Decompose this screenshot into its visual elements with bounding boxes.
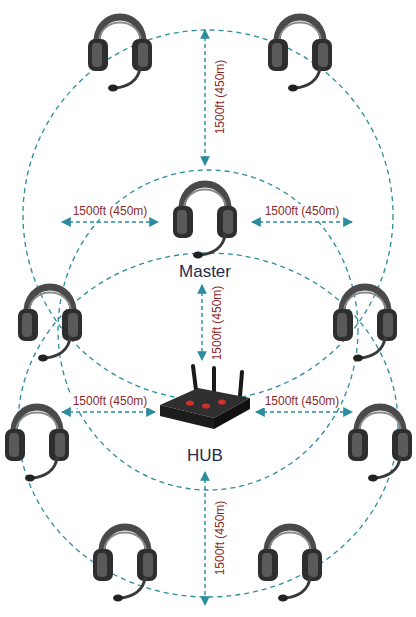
range-label: 1500ft (450m): [213, 499, 227, 578]
range-label: 1500ft (450m): [263, 204, 342, 218]
master-headset: Master: [165, 172, 245, 282]
range-label: 1500ft (450m): [71, 204, 150, 218]
range-label: 1500ft (450m): [213, 58, 227, 137]
node-label: HUB: [187, 447, 223, 466]
node-label: Master: [179, 263, 231, 282]
range-arrows: [62, 30, 352, 605]
range-arrow: [201, 285, 202, 360]
range-label: 1500ft (450m): [263, 394, 342, 408]
headsets: [5, 17, 412, 602]
range-label: 1500ft (450m): [210, 283, 224, 362]
hub-device: HUB: [150, 362, 260, 466]
range-circles: [18, 30, 398, 597]
hub-device: [160, 366, 250, 429]
range-label: 1500ft (450m): [71, 394, 150, 408]
